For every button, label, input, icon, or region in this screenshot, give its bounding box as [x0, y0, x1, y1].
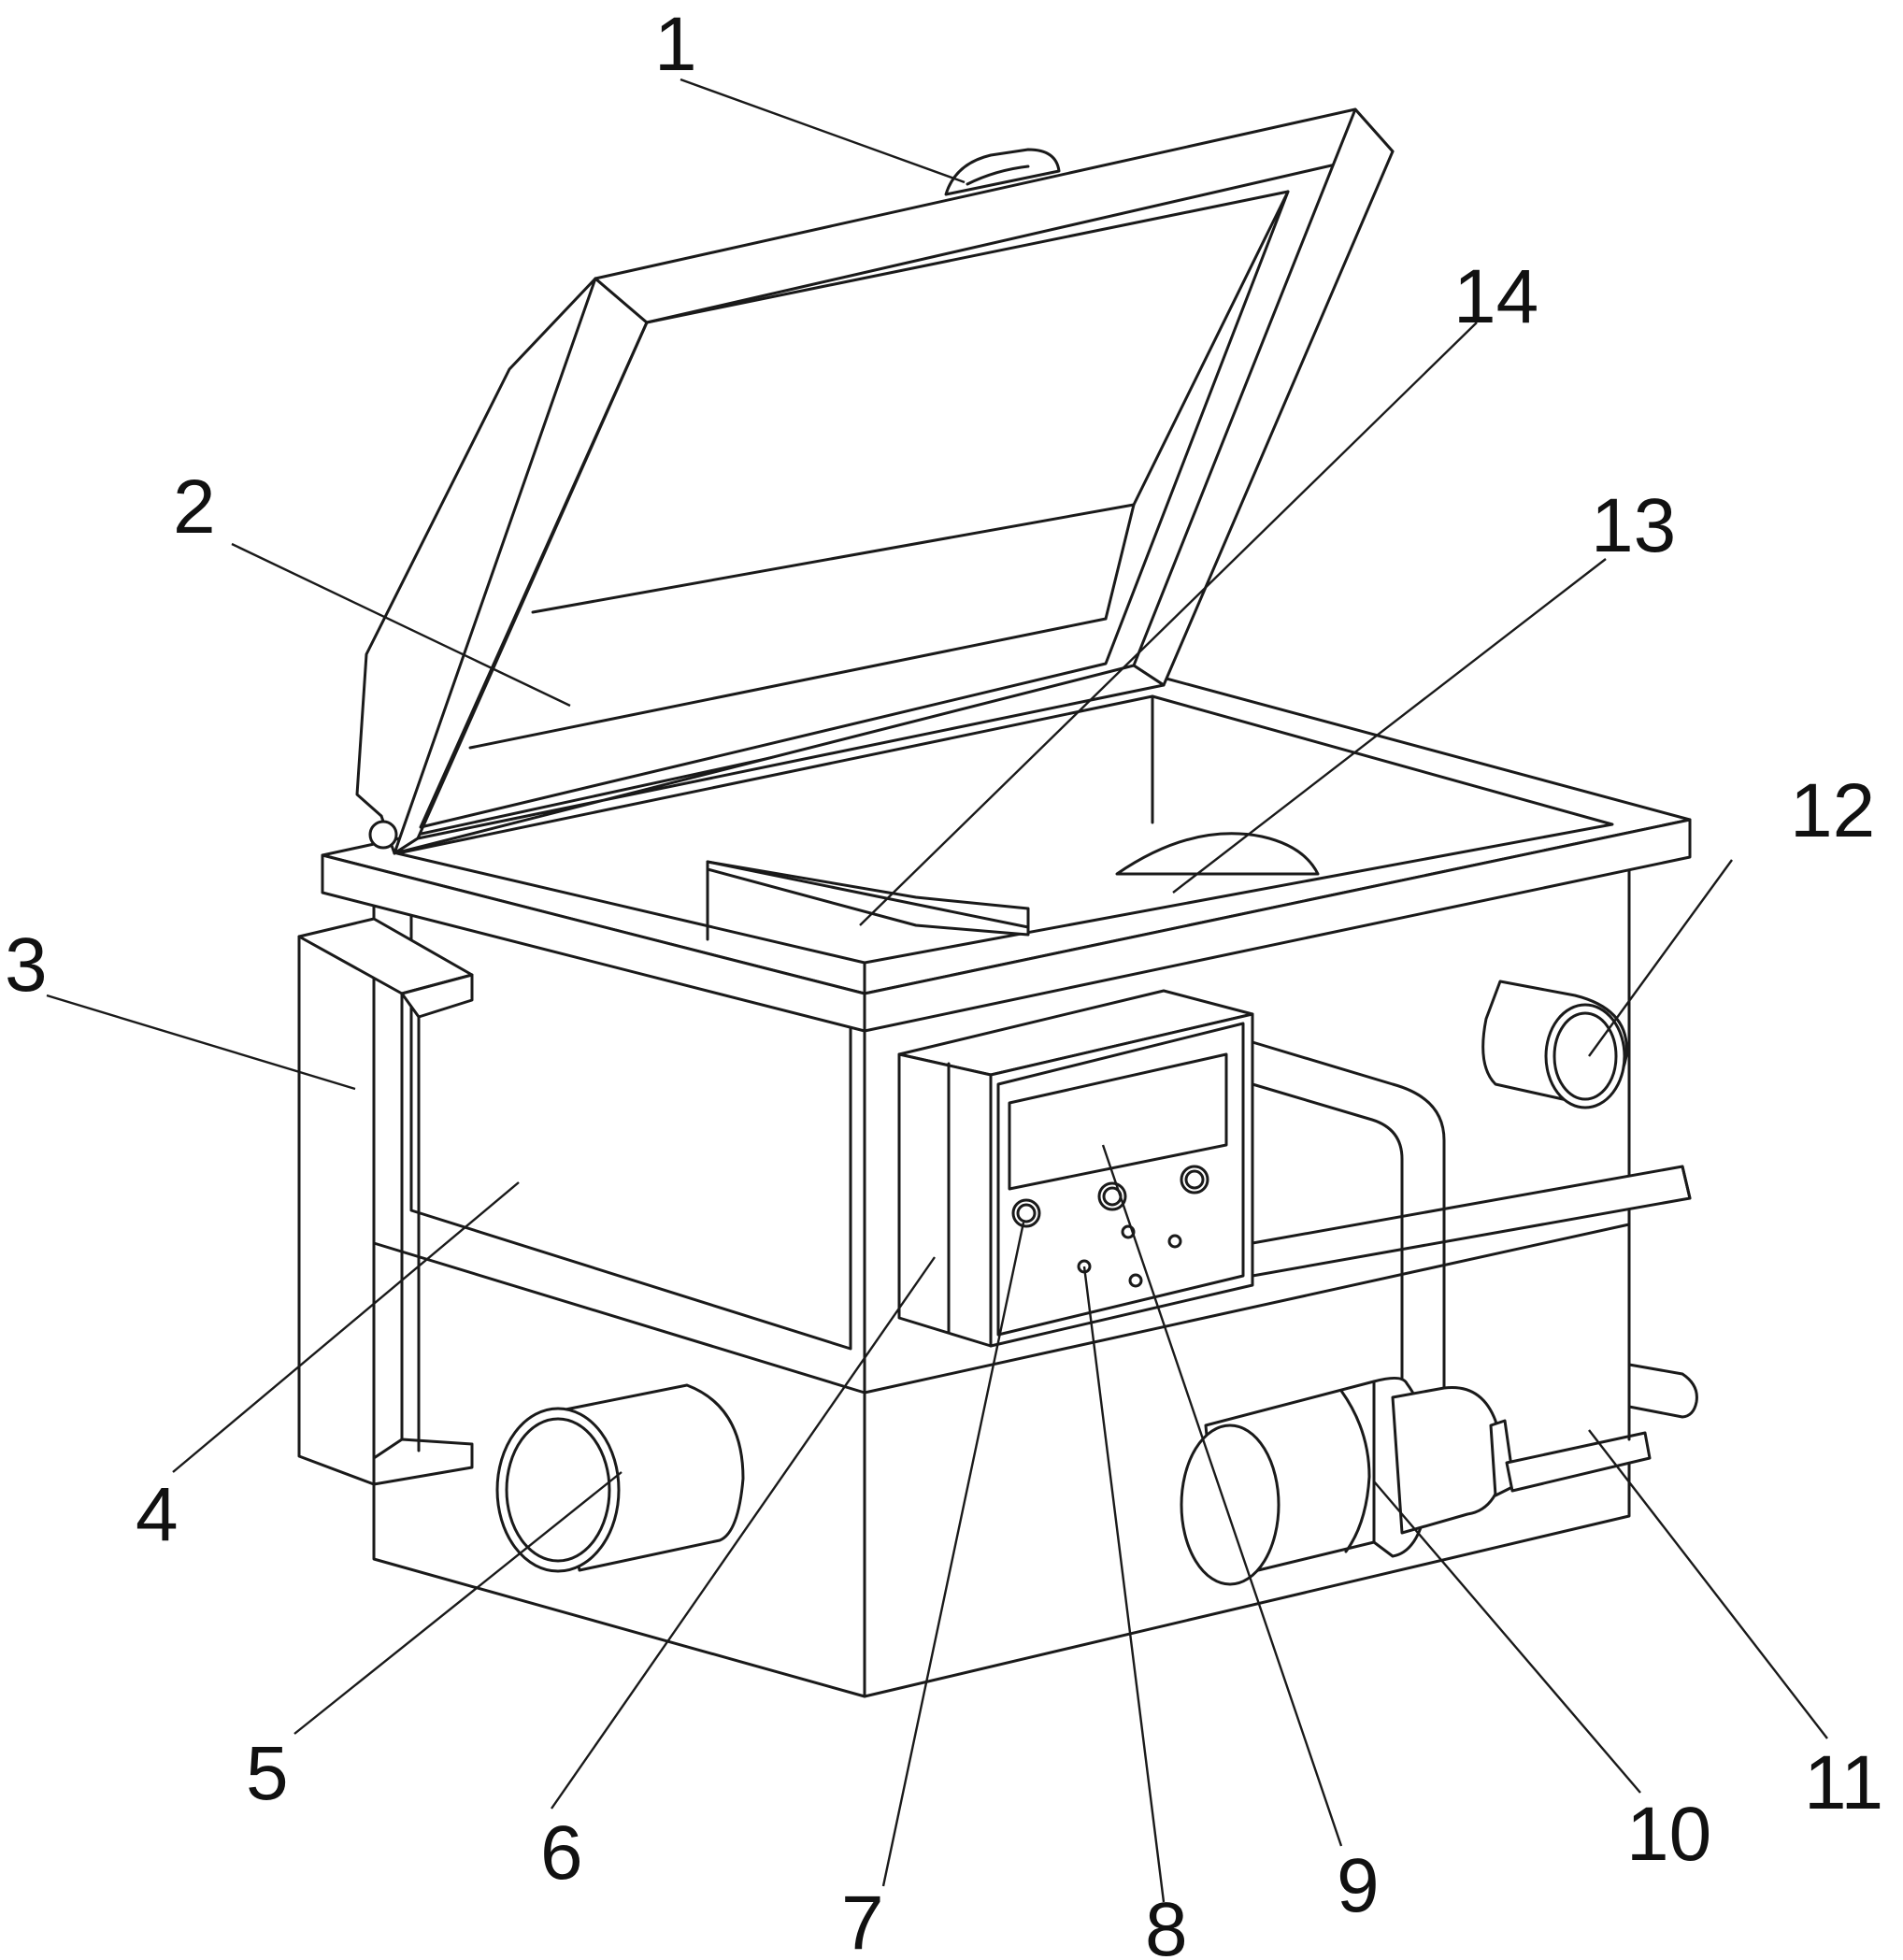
- control-box: [897, 989, 1254, 1348]
- callout-7: 7: [841, 1881, 884, 1960]
- inner-drum: [1115, 832, 1320, 876]
- callout-5: 5: [246, 1731, 289, 1816]
- pump: [1180, 1377, 1516, 1586]
- callout-3: 3: [5, 923, 48, 1008]
- callout-10: 10: [1626, 1792, 1711, 1877]
- bent-pipe: [1251, 1040, 1446, 1404]
- callout-14: 14: [1453, 254, 1538, 339]
- callout-12: 12: [1790, 768, 1875, 853]
- callout-13: 13: [1591, 483, 1676, 568]
- left-pipe: [495, 1383, 745, 1573]
- side-handle: [297, 917, 474, 1486]
- callout-numbers: 1 2 3 4 5 6 7 8 9 10 11 12 13 14: [5, 2, 1883, 1960]
- inner-parts: [706, 832, 1320, 941]
- leader-lines: [46, 78, 1828, 1903]
- callout-6: 6: [540, 1810, 583, 1896]
- rod: [1505, 1363, 1698, 1493]
- lid: [355, 107, 1395, 855]
- callout-1: 1: [654, 2, 697, 87]
- callout-8: 8: [1145, 1887, 1188, 1960]
- callout-9: 9: [1337, 1843, 1380, 1928]
- callout-11: 11: [1804, 1740, 1883, 1825]
- callout-4: 4: [136, 1472, 179, 1557]
- right-outlet: [1481, 980, 1628, 1109]
- callout-2: 2: [173, 465, 216, 550]
